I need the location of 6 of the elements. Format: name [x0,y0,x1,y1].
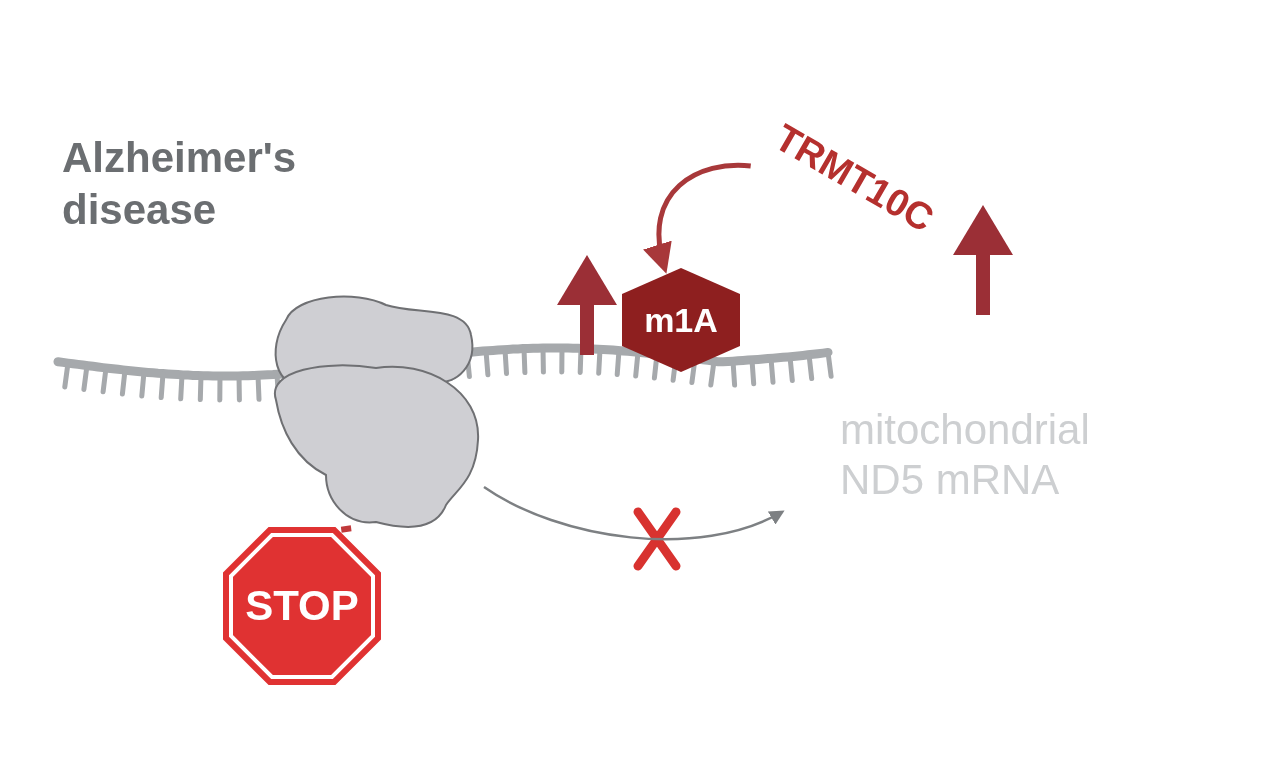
disease-label: Alzheimer's disease [62,133,298,235]
arrow [644,162,751,274]
connector-line [340,525,352,533]
arrow [483,485,785,541]
modification-hexagon: m1A [622,268,740,372]
stop-sign: STOP [222,526,382,686]
